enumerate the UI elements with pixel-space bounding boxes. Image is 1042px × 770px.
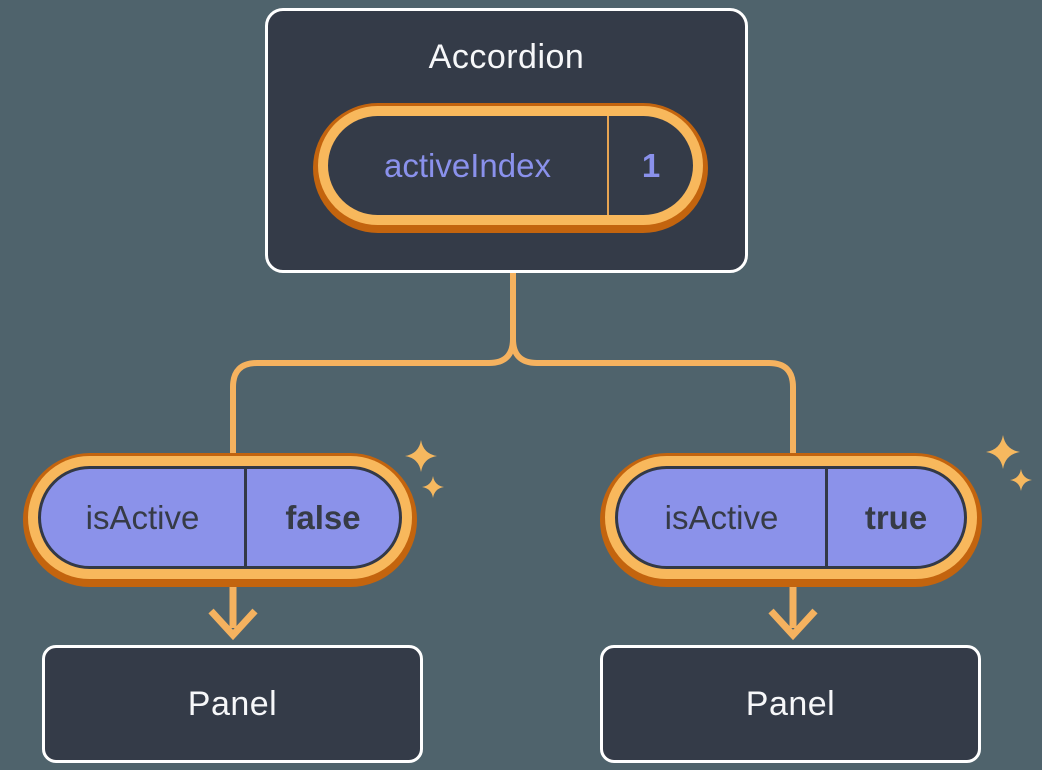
pill-ring: isActive false bbox=[28, 456, 412, 579]
tree-connector-right bbox=[510, 272, 796, 456]
arrow-left-head bbox=[208, 608, 258, 641]
pill-value: true bbox=[864, 498, 928, 536]
pill-divider bbox=[607, 116, 609, 215]
state-pill-activeindex: activeIndex 1 bbox=[313, 103, 708, 233]
pill-value: false bbox=[285, 498, 361, 536]
pill-value: 1 bbox=[641, 146, 661, 184]
pill-core: isActive false bbox=[38, 466, 402, 569]
accordion-node: Accordion activeIndex 1 bbox=[265, 8, 748, 273]
sparkle-icon bbox=[422, 476, 444, 498]
panel-label: Panel bbox=[745, 684, 836, 723]
prop-pill-isactive-true: isActive true bbox=[600, 453, 982, 587]
sparkle-icon bbox=[986, 435, 1020, 469]
arrow-right-head bbox=[768, 608, 818, 641]
prop-pill-isactive-false: isActive false bbox=[23, 453, 417, 587]
arrow-left bbox=[208, 584, 258, 641]
pill-ring: activeIndex 1 bbox=[318, 106, 703, 225]
pill-divider bbox=[825, 469, 828, 566]
pill-ring: isActive true bbox=[605, 456, 977, 579]
tree-connectors bbox=[230, 272, 796, 456]
arrow-right bbox=[768, 584, 818, 641]
panel-node-left: Panel bbox=[42, 645, 423, 763]
panel-node-right: Panel bbox=[600, 645, 981, 763]
pill-label: isActive bbox=[664, 498, 779, 536]
pill-divider bbox=[244, 469, 247, 566]
panel-label: Panel bbox=[187, 684, 278, 723]
pill-core: activeIndex 1 bbox=[328, 116, 693, 215]
pill-core: isActive true bbox=[615, 466, 967, 569]
tree-connector-left bbox=[230, 272, 516, 456]
sparkle-icon bbox=[405, 440, 437, 472]
pill-label: activeIndex bbox=[384, 146, 551, 184]
pill-label: isActive bbox=[85, 498, 200, 536]
accordion-title: Accordion bbox=[428, 38, 585, 76]
sparkle-icon bbox=[1010, 469, 1032, 491]
